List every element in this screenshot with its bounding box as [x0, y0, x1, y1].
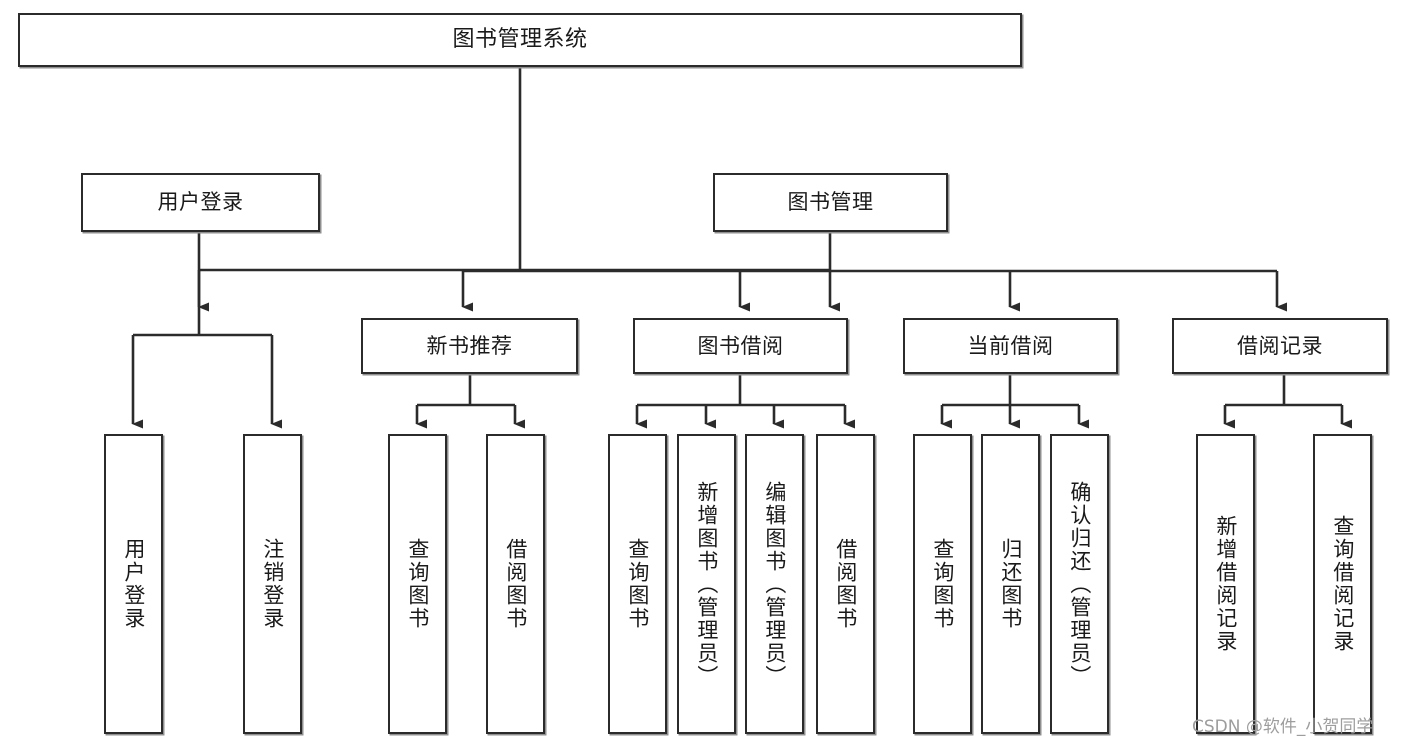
node-leaf-confirm-return-label: 确认归还（管理员） — [1067, 480, 1092, 688]
node-current-borrow-label: 当前借阅 — [967, 333, 1054, 358]
node-leaf-add-record[interactable]: 新增借阅记录 — [1196, 434, 1255, 734]
node-leaf-edit-book-label: 编辑图书（管理员） — [762, 480, 787, 688]
node-book-borrow-label: 图书借阅 — [697, 333, 784, 358]
node-leaf-add-book[interactable]: 新增图书（管理员） — [677, 434, 736, 734]
node-leaf-confirm-return[interactable]: 确认归还（管理员） — [1050, 434, 1109, 734]
node-leaf-query-book-2[interactable]: 查询图书 — [608, 434, 667, 734]
node-leaf-borrow-book-2-label: 借阅图书 — [833, 538, 858, 630]
node-leaf-logout-label: 注销登录 — [260, 538, 285, 630]
node-new-book-rec[interactable]: 新书推荐 — [361, 318, 578, 374]
node-leaf-borrow-book-1-label: 借阅图书 — [503, 538, 528, 630]
node-book-manage-label: 图书管理 — [787, 190, 874, 215]
node-current-borrow[interactable]: 当前借阅 — [903, 318, 1118, 374]
node-leaf-query-book-3-label: 查询图书 — [930, 538, 955, 630]
node-leaf-query-record[interactable]: 查询借阅记录 — [1313, 434, 1372, 734]
node-leaf-query-record-label: 查询借阅记录 — [1330, 515, 1355, 653]
node-leaf-query-book-1[interactable]: 查询图书 — [388, 434, 447, 734]
node-leaf-edit-book[interactable]: 编辑图书（管理员） — [745, 434, 804, 734]
node-leaf-add-record-label: 新增借阅记录 — [1213, 515, 1238, 653]
node-book-manage[interactable]: 图书管理 — [713, 173, 948, 232]
node-book-borrow[interactable]: 图书借阅 — [633, 318, 848, 374]
node-new-book-rec-label: 新书推荐 — [426, 333, 513, 358]
node-leaf-query-book-1-label: 查询图书 — [405, 538, 430, 630]
node-leaf-user-login[interactable]: 用户登录 — [104, 434, 163, 734]
node-leaf-borrow-book-1[interactable]: 借阅图书 — [486, 434, 545, 734]
node-root[interactable]: 图书管理系统 — [18, 13, 1022, 67]
node-leaf-return-book-label: 归还图书 — [998, 538, 1023, 630]
node-leaf-query-book-2-label: 查询图书 — [625, 538, 650, 630]
node-user-login[interactable]: 用户登录 — [81, 173, 320, 232]
node-leaf-add-book-label: 新增图书（管理员） — [694, 480, 719, 688]
node-leaf-query-book-3[interactable]: 查询图书 — [913, 434, 972, 734]
node-borrow-record-label: 借阅记录 — [1237, 333, 1323, 358]
node-leaf-user-login-label: 用户登录 — [121, 538, 146, 630]
node-borrow-record[interactable]: 借阅记录 — [1172, 318, 1388, 374]
node-leaf-logout[interactable]: 注销登录 — [243, 434, 302, 734]
node-leaf-borrow-book-2[interactable]: 借阅图书 — [816, 434, 875, 734]
node-leaf-return-book[interactable]: 归还图书 — [981, 434, 1040, 734]
csdn-watermark: CSDN @软件_小贺同学 — [1192, 717, 1374, 737]
node-root-label: 图书管理系统 — [452, 27, 588, 53]
node-user-login-label: 用户登录 — [157, 190, 244, 215]
